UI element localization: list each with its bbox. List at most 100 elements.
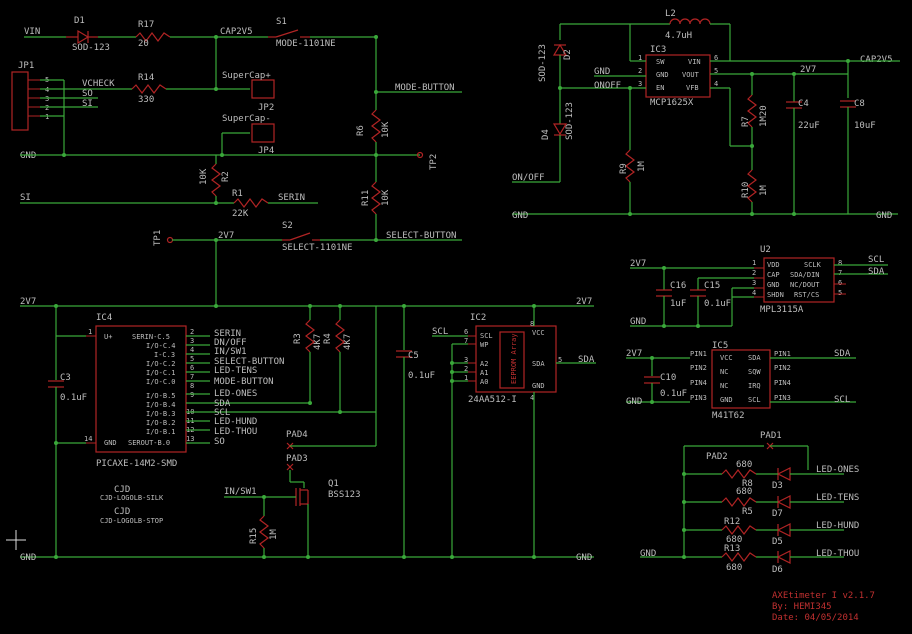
- ic2-24aa512: IC2 24AA512-I SCL WP A2 A1 A0 6 7 3 2 1 …: [464, 313, 562, 405]
- u2-pin-shdn: SHDN: [767, 291, 784, 299]
- c4-value: 22uF: [798, 121, 820, 131]
- d4-value: SOD-123: [565, 102, 575, 140]
- r7-value: 1M20: [759, 105, 769, 127]
- resistor-r11: R11 10K: [361, 181, 391, 215]
- d2-ref: D2: [563, 49, 573, 60]
- tp2-ref: TP2: [429, 154, 439, 170]
- r9-value: 1M: [637, 161, 647, 172]
- logo-stop-mark: CJD: [114, 507, 130, 517]
- resistor-r6: R6 10K: [356, 109, 391, 143]
- switch-s2: S2 SELECT-1101NE: [282, 221, 352, 253]
- c4-ref: C4: [798, 99, 809, 109]
- eeprom-section: C5 0.1uF SCL IC2 24AA512-I SCL WP A2 A1 …: [396, 306, 596, 557]
- ic5-pin-sda: SDA: [748, 354, 761, 362]
- ic5-pin2-right: PIN2: [774, 364, 791, 372]
- jp4-label: SuperCap-: [222, 114, 271, 124]
- net-serin: SERIN: [278, 193, 305, 203]
- jp1-pin-3: 3: [45, 95, 49, 103]
- net-led-ones: LED-ONES: [816, 465, 859, 475]
- net-led-thou: LED-THOU: [816, 549, 859, 559]
- ic3-num-3: 3: [638, 80, 642, 88]
- c10-value: 0.1uF: [660, 389, 687, 399]
- led-d3: D3: [772, 467, 791, 491]
- capacitor-c4: C4 22uF: [786, 74, 820, 214]
- net-gnd-led: GND: [640, 549, 656, 559]
- capacitor-c10: C10 0.1uF: [644, 373, 687, 402]
- net-led-ones-ic4: LED-ONES: [214, 389, 257, 399]
- net-vin: VIN: [24, 27, 40, 37]
- ic5-pin1-right: PIN1: [774, 350, 791, 358]
- r10-ref: R10: [741, 182, 751, 198]
- resistor-r12: R12 680: [721, 517, 757, 545]
- ic2-pin-sda: SDA: [532, 360, 545, 368]
- r3-ref: R3: [293, 333, 303, 344]
- net-in-sw1-q1: IN/SW1: [224, 487, 257, 497]
- c5-ref: C5: [408, 351, 419, 361]
- ic2-pin-scl: SCL: [480, 332, 493, 340]
- pad3-ref: PAD3: [286, 454, 308, 464]
- ic2-num-3: 3: [464, 356, 468, 364]
- net-sda-ic2: SDA: [578, 355, 595, 365]
- led-d5: D5: [772, 523, 791, 547]
- net-gnd-ps-right: GND: [876, 211, 892, 221]
- ic4-num-6: 6: [190, 364, 194, 372]
- s2-value: SELECT-1101NE: [282, 243, 352, 253]
- ic3-num-1: 1: [638, 54, 642, 62]
- net-gnd-u2: GND: [630, 317, 646, 327]
- ic3-pin-gnd: GND: [656, 71, 669, 79]
- r2-value: 10K: [199, 168, 209, 185]
- ic4-value: PICAXE-14M2-SMD: [96, 459, 177, 469]
- capacitor-c3: C3 0.1uF: [48, 373, 87, 403]
- net-dn-off: DN/OFF: [214, 338, 247, 348]
- ic2-num-5: 5: [558, 356, 562, 364]
- net-2v7-ic5: 2V7: [626, 349, 642, 359]
- d2-value: SOD-123: [538, 44, 548, 82]
- ic2-num-6: 6: [464, 328, 468, 336]
- ic5-m41t62: IC5 M41T62 PIN1 PIN2 PIN4 PIN3 VCC NC NC…: [690, 341, 791, 421]
- ic4-pin-b1: I/O-B.1: [146, 428, 176, 436]
- ic2-num-8: 8: [530, 320, 534, 328]
- c10-ref: C10: [660, 373, 676, 383]
- jp1-ref: JP1: [18, 61, 34, 71]
- pad2-ref: PAD2: [706, 452, 728, 462]
- net-led-tens-ic4: LED-TENS: [214, 366, 257, 376]
- u2-num-8: 8: [838, 259, 842, 267]
- net-2v7-ic3: 2V7: [800, 65, 816, 75]
- ic4-num-3: 3: [190, 337, 194, 345]
- ic2-num-7: 7: [464, 337, 468, 345]
- net-sda-ic5: SDA: [834, 349, 851, 359]
- resistor-r17: R17 20: [135, 20, 171, 49]
- u2-pin-sda: SDA/DIN: [790, 271, 820, 279]
- ic5-pin-irq: IRQ: [748, 382, 761, 390]
- net-led-hund: LED-HUND: [816, 521, 859, 531]
- d5-ref: D5: [772, 537, 783, 547]
- title-block-title: AXEtimeter I v2.1.7: [772, 591, 875, 601]
- title-block-author: By: HEMI345: [772, 602, 832, 612]
- ic2-pin-gnd: GND: [532, 382, 545, 390]
- r10-value: 1M: [759, 185, 769, 196]
- logo-cjd-stop: CJD CJD-LOGOLB-STOP: [100, 507, 163, 525]
- ic4-pin-b4: I/O-B.4: [146, 401, 176, 409]
- ic4-num-5: 5: [190, 355, 194, 363]
- capacitor-c15: C15 0.1uF: [690, 281, 731, 326]
- mcu-section: 2V7 2V7 C3 0.1uF IC4 PICAXE-14M2-SMD U+ …: [6, 297, 594, 563]
- net-scl-ic2: SCL: [432, 327, 448, 337]
- r15-value: 1M: [269, 529, 279, 540]
- c3-ref: C3: [60, 373, 71, 383]
- capacitor-c8: C8 10uF: [840, 99, 876, 214]
- net-scl-ic5: SCL: [834, 395, 850, 405]
- ic5-pin2-left: PIN2: [690, 364, 707, 372]
- ic2-ref: IC2: [470, 313, 486, 323]
- ic2-pin-wp: WP: [480, 341, 488, 349]
- testpoint-tp1: TP1: [153, 230, 174, 246]
- u2-ref: U2: [760, 245, 771, 255]
- u2-num-5: 5: [838, 289, 842, 297]
- s1-ref: S1: [276, 17, 287, 27]
- ic4-num-7: 7: [190, 373, 194, 381]
- ic4-pin-gnd: GND: [104, 439, 117, 447]
- net-2v7-rail-right: 2V7: [576, 297, 592, 307]
- diode-d1: D1 SOD-123: [66, 16, 110, 53]
- ic4-pin-uplus: U+: [104, 333, 112, 341]
- d7-ref: D7: [772, 509, 783, 519]
- net-scl-ic4: SCL: [214, 408, 230, 418]
